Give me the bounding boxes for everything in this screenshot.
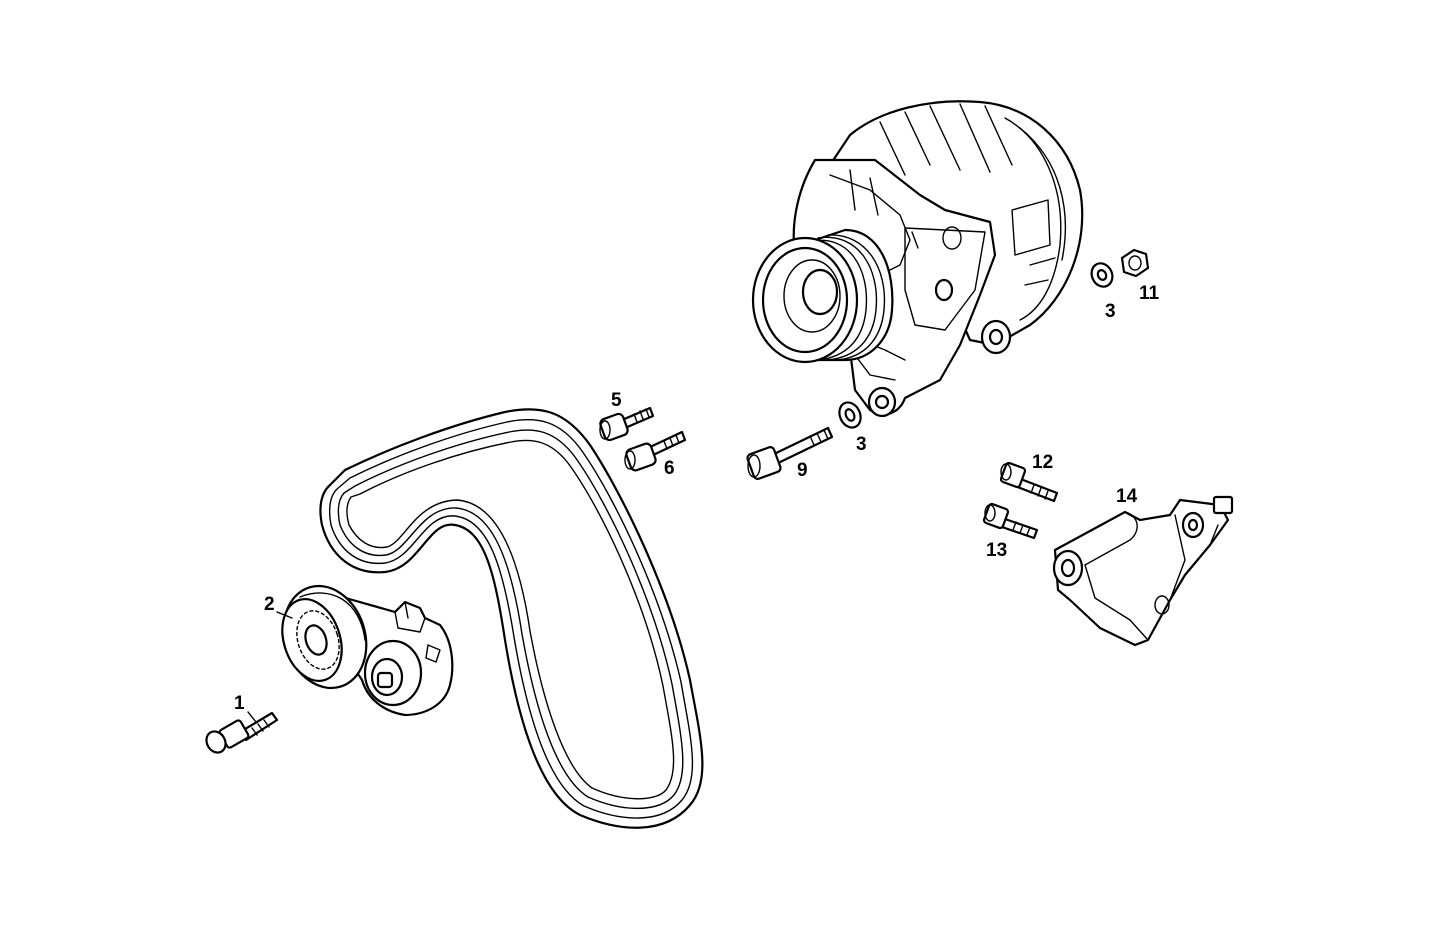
belt-tensioner [281, 584, 454, 717]
callout-3-middle: 3 [856, 434, 867, 455]
bolt-9 [746, 426, 834, 480]
washer-3-right [1090, 262, 1114, 288]
callout-13: 13 [986, 540, 1008, 561]
bolt-1 [205, 711, 279, 754]
washer-3-middle [838, 401, 862, 429]
callout-9: 9 [797, 460, 808, 481]
callout-1: 1 [234, 693, 245, 714]
callout-2: 2 [264, 594, 275, 615]
callout-3-right: 3 [1105, 301, 1116, 322]
callout-11: 11 [1139, 283, 1160, 304]
nut-11 [1120, 248, 1150, 278]
drive-belt [319, 408, 704, 829]
callout-6: 6 [664, 458, 675, 479]
leader-lines [247, 611, 293, 723]
bolt-12 [999, 461, 1059, 503]
callout-12: 12 [1032, 452, 1054, 473]
callout-5: 5 [611, 390, 622, 411]
bolt-13 [982, 502, 1039, 540]
alternator [751, 100, 1084, 418]
bracket-14 [1052, 495, 1234, 647]
bolt-6 [624, 430, 687, 472]
callout-14: 14 [1116, 486, 1138, 507]
bolt-5 [599, 406, 655, 442]
